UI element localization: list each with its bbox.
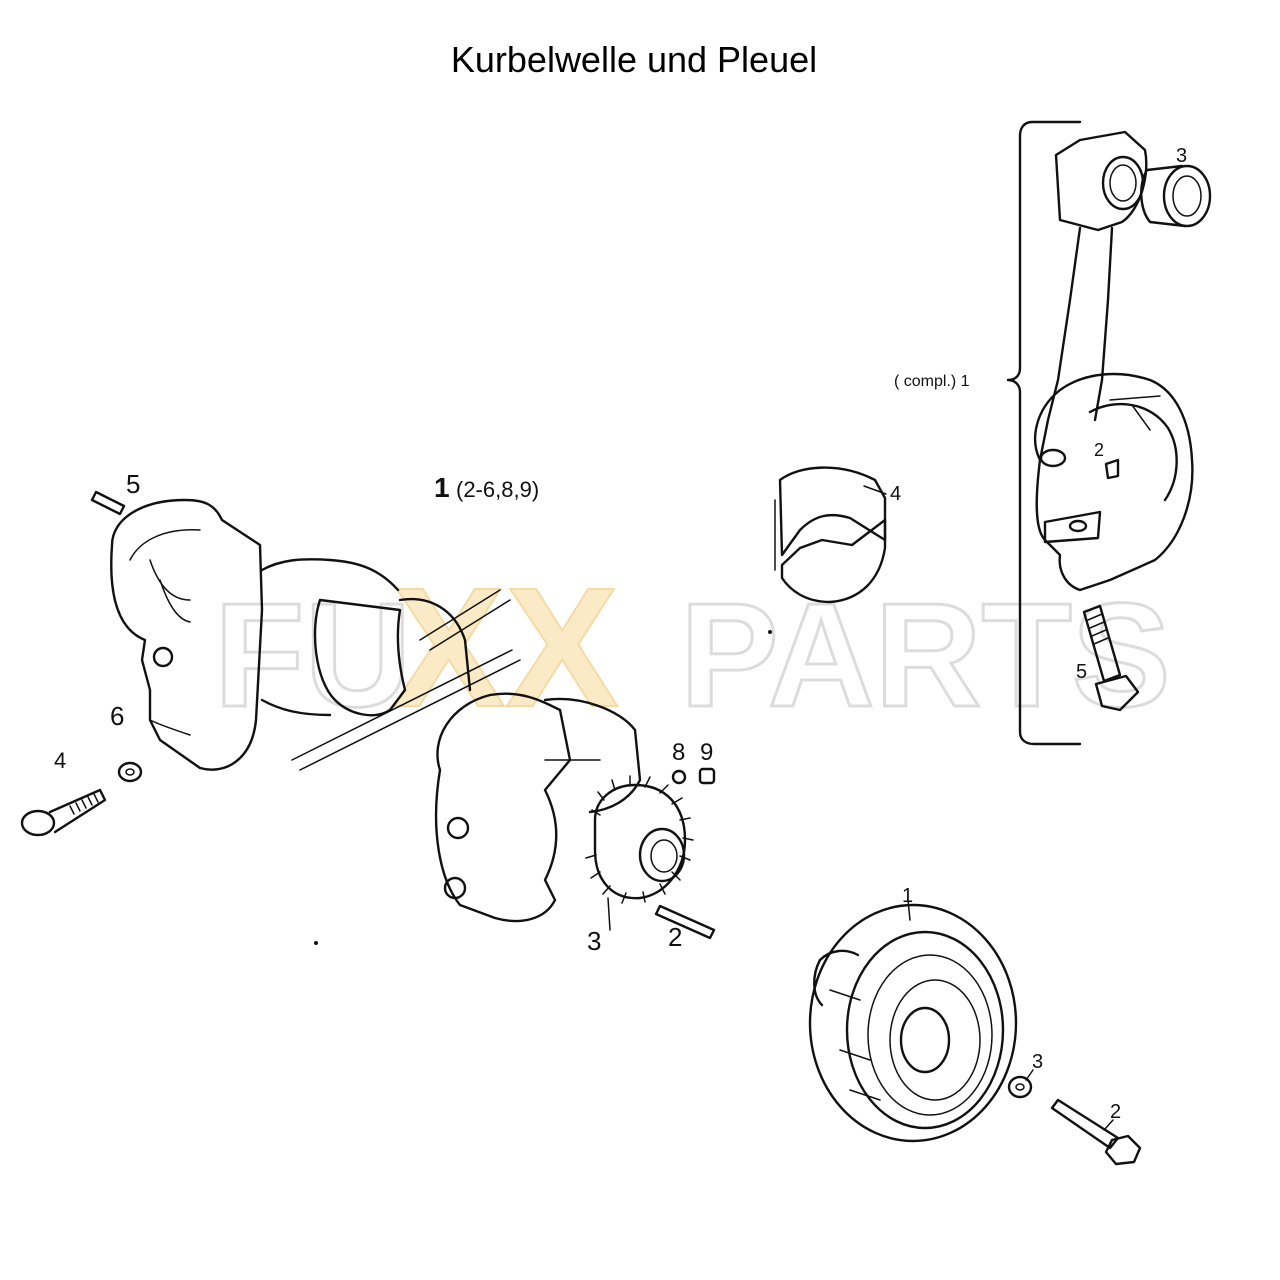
callout-crank-5: 5 — [126, 469, 140, 499]
pin-8 — [671, 769, 687, 785]
pin-9 — [698, 767, 716, 785]
scan-dot — [768, 630, 772, 634]
callout-crank-2: 2 — [668, 922, 682, 952]
callout-crank-6: 6 — [110, 701, 124, 731]
pin-5 — [90, 490, 126, 516]
watermark-prefix: FU — [214, 573, 411, 738]
watermark: FU XX PARTS — [213, 552, 1173, 744]
timing-gear — [585, 775, 694, 904]
diagram-title: Kurbelwelle und Pleuel — [451, 39, 817, 80]
crankshaft-bolt — [20, 788, 107, 837]
scan-dot — [314, 941, 318, 945]
callout-pulley-2: 2 — [1110, 1101, 1121, 1123]
pulley-drawing — [808, 899, 1142, 1166]
watermark-suffix: PARTS — [680, 573, 1171, 738]
callout-conrod-2: 2 — [1094, 440, 1104, 460]
washer-6 — [117, 761, 143, 783]
conrod-compl-label: ( compl.) 1 — [894, 373, 970, 390]
watermark-xx: XX — [392, 553, 619, 743]
crankshaft-ref-number: 1 — [434, 472, 450, 503]
callout-conrod-3: 3 — [1176, 145, 1187, 167]
callout-crank-4: 4 — [54, 748, 66, 773]
conrod-drawing — [1006, 120, 1212, 746]
crankshaft-drawing — [20, 490, 716, 940]
callout-crank-9: 9 — [700, 739, 713, 766]
dowel-2 — [654, 904, 716, 940]
callout-conrod-5: 5 — [1076, 661, 1087, 683]
callout-bearing-4: 4 — [890, 483, 901, 505]
callout-pulley-1: 1 — [902, 885, 913, 907]
callout-crank-3: 3 — [587, 926, 601, 956]
bearing-shell-drawing: 4 — [774, 466, 901, 604]
callout-pulley-3: 3 — [1032, 1051, 1043, 1073]
callout-crank-8: 8 — [672, 739, 685, 766]
crankshaft-ref-includes: (2-6,8,9) — [456, 477, 539, 502]
